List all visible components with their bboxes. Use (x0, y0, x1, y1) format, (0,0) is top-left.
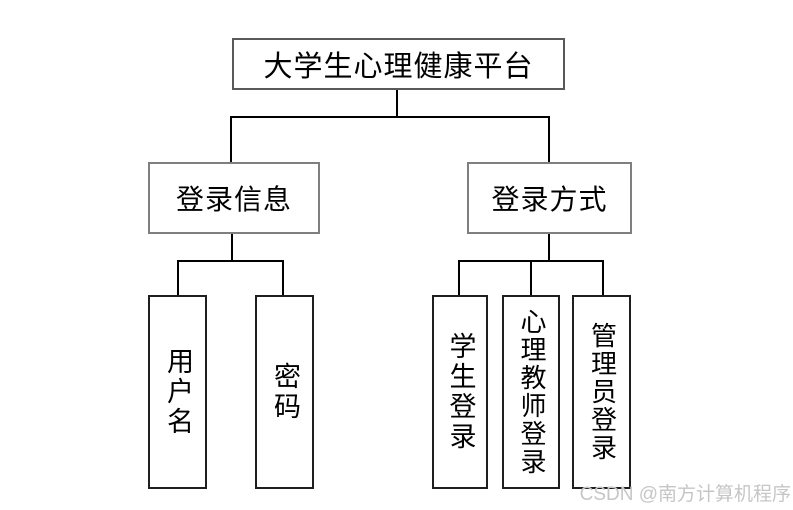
node-admin-login: 管理员登录 (572, 295, 631, 489)
node-platform-root: 大学生心理健康平台 (232, 38, 565, 90)
csdn-watermark: CSDN @南方计算机程序 (560, 479, 791, 506)
connector-drop-login-info (230, 116, 232, 162)
node-login-method: 登录方式 (467, 162, 632, 234)
connector-login-method-trunk (548, 234, 550, 262)
node-student-login: 学生登录 (432, 295, 488, 489)
node-username: 用户名 (148, 295, 207, 489)
node-login-info: 登录信息 (148, 162, 320, 234)
connector-drop-teacher-login (530, 260, 532, 295)
node-password-label: 密码 (270, 362, 300, 422)
node-username-label: 用户名 (163, 347, 193, 437)
node-student-login-label: 学生登录 (445, 332, 476, 452)
node-password: 密码 (255, 295, 314, 489)
node-platform-root-label: 大学生心理健康平台 (263, 51, 534, 83)
connector-root-crossbar (230, 116, 550, 118)
node-psych-teacher-login: 心理教师登录 (502, 295, 560, 489)
connector-drop-student-login (458, 260, 460, 295)
connector-drop-login-method (548, 116, 550, 162)
connector-login-info-crossbar (177, 260, 284, 262)
connector-drop-username (177, 260, 179, 295)
connector-drop-password (282, 260, 284, 295)
node-login-method-label: 登录方式 (491, 185, 608, 216)
connector-root-trunk (396, 90, 398, 118)
csdn-watermark-text: CSDN @南方计算机程序 (579, 484, 791, 505)
node-login-info-label: 登录信息 (175, 185, 292, 216)
connector-login-info-trunk (231, 234, 233, 262)
node-psych-teacher-login-label: 心理教师登录 (517, 308, 546, 476)
node-admin-login-label: 管理员登录 (587, 322, 617, 462)
connector-drop-admin-login (602, 260, 604, 295)
